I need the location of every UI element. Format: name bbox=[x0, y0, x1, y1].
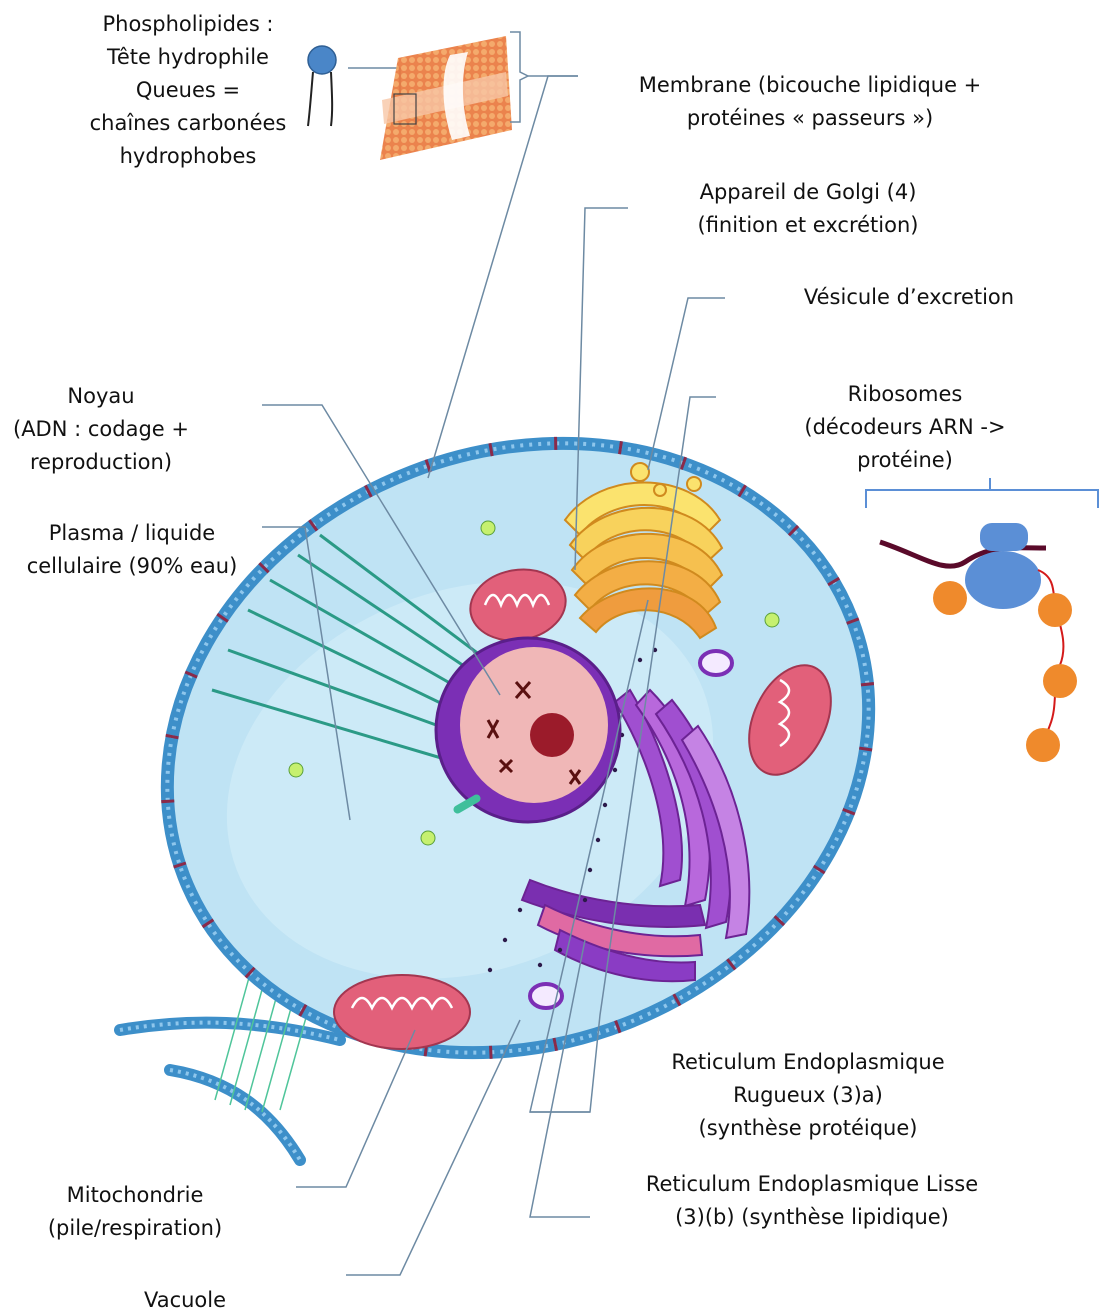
label-vacuole: Vacuole bbox=[110, 1284, 260, 1311]
label-line: (3)(b) (synthèse lipidique) bbox=[612, 1201, 1012, 1234]
bilayer-illustration bbox=[380, 32, 578, 160]
label-golgi: Appareil de Golgi (4) (finition et excré… bbox=[668, 176, 948, 242]
label-line: (ADN : codage + bbox=[0, 413, 202, 446]
ribosome-inset bbox=[866, 478, 1098, 762]
label-line: Vacuole bbox=[110, 1284, 260, 1311]
label-mitochondrie: Mitochondrie (pile/respiration) bbox=[20, 1179, 250, 1245]
label-plasma: Plasma / liquide cellulaire (90% eau) bbox=[10, 517, 254, 583]
label-line: Queues = bbox=[70, 74, 306, 107]
nucleus bbox=[436, 638, 620, 822]
label-line: Vésicule d’excretion bbox=[784, 281, 1034, 314]
label-line: (pile/respiration) bbox=[20, 1212, 250, 1245]
label-line: Rugueux (3)a) bbox=[640, 1079, 976, 1112]
label-membrane: Membrane (bicouche lipidique + protéines… bbox=[620, 69, 1000, 135]
label-line: Plasma / liquide bbox=[10, 517, 254, 550]
label-line: Phospholipides : bbox=[70, 8, 306, 41]
label-line: Reticulum Endoplasmique bbox=[640, 1046, 976, 1079]
mitochondrion-bottom bbox=[334, 975, 470, 1049]
label-re-lisse: Reticulum Endoplasmique Lisse (3)(b) (sy… bbox=[612, 1168, 1012, 1234]
label-phospholipides: Phospholipides : Tête hydrophile Queues … bbox=[70, 8, 306, 173]
label-ribosomes: Ribosomes (décodeurs ARN -> protéine) bbox=[790, 378, 1020, 477]
label-line: reproduction) bbox=[0, 446, 202, 479]
label-line: protéines « passeurs ») bbox=[620, 102, 1000, 135]
label-noyau: Noyau (ADN : codage + reproduction) bbox=[0, 380, 202, 479]
label-line: hydrophobes bbox=[70, 140, 306, 173]
label-line: Noyau bbox=[0, 380, 202, 413]
label-line: protéine) bbox=[790, 444, 1020, 477]
label-re-rugueux: Reticulum Endoplasmique Rugueux (3)a) (s… bbox=[640, 1046, 976, 1145]
label-line: (synthèse protéique) bbox=[640, 1112, 976, 1145]
label-line: Ribosomes bbox=[790, 378, 1020, 411]
label-vesicule: Vésicule d’excretion bbox=[784, 281, 1034, 314]
label-line: Reticulum Endoplasmique Lisse bbox=[612, 1168, 1012, 1201]
label-line: cellulaire (90% eau) bbox=[10, 550, 254, 583]
label-line: Mitochondrie bbox=[20, 1179, 250, 1212]
label-line: Tête hydrophile bbox=[70, 41, 306, 74]
label-line: Appareil de Golgi (4) bbox=[668, 176, 948, 209]
label-line: (décodeurs ARN -> bbox=[790, 411, 1020, 444]
label-line: chaînes carbonées bbox=[70, 107, 306, 140]
label-line: (finition et excrétion) bbox=[668, 209, 948, 242]
label-line: Membrane (bicouche lipidique + bbox=[620, 69, 1000, 102]
